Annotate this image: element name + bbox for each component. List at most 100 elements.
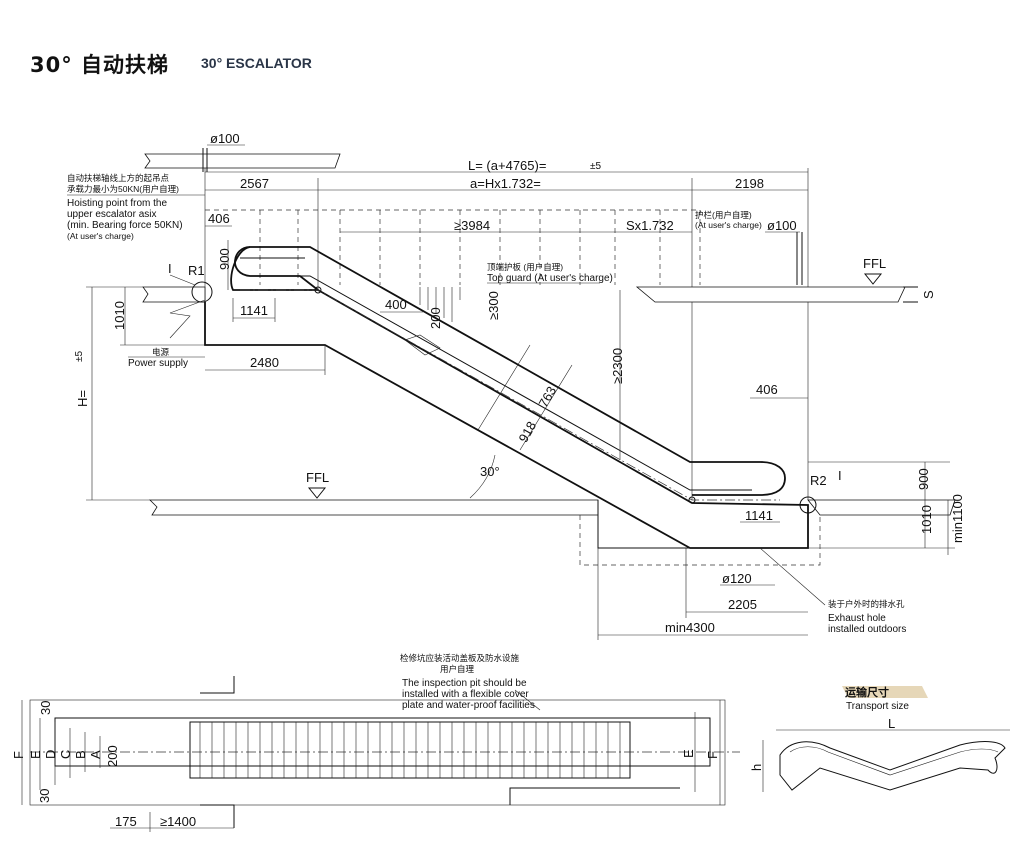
transport-title-cn: 运输尺寸 <box>845 685 889 699</box>
plan-lbl-F: F <box>11 751 26 759</box>
dim-2480: 2480 <box>250 355 279 370</box>
plan-dim-1400: ≥1400 <box>160 814 196 829</box>
hoist-note-en-2: upper escalator asix <box>67 209 157 220</box>
rail-note-cn: 护栏(用户自理) <box>695 210 752 220</box>
pit-note-leader <box>514 689 541 711</box>
dim-H: H= <box>75 390 90 407</box>
dim-1141-top: 1141 <box>240 303 268 318</box>
break-line <box>169 299 206 339</box>
dim-d120: ø120 <box>722 571 752 586</box>
plan-steps <box>199 722 621 778</box>
dim-1010-left: 1010 <box>112 301 127 330</box>
dim-918: 918 <box>515 419 539 445</box>
hoist-note-cn-2: 承载力最小为50KN(用户自理) <box>67 184 179 194</box>
plan-corner-top <box>200 676 235 694</box>
dim-min4300: min4300 <box>665 620 715 635</box>
hoist-note-en-1: Hoisting point from the <box>67 198 167 209</box>
hoist-point-circle <box>191 281 213 303</box>
dim-min1100: min1100 <box>950 494 965 543</box>
plan-lbl-D: D <box>43 750 58 759</box>
plan-left-dims <box>21 700 101 805</box>
exhaust-leader <box>759 547 826 606</box>
transport-truss-shape <box>779 741 1006 791</box>
power-cn: 电源 <box>152 347 170 357</box>
page-title-cn: 30° 自动扶梯 <box>30 53 170 77</box>
axis-point-bottom <box>688 496 696 504</box>
plan-corner-bottom <box>200 804 235 828</box>
escalator-axis <box>240 289 780 501</box>
dim-d100-right: ø100 <box>767 218 797 233</box>
page-title-en: 30° ESCALATOR <box>201 55 312 71</box>
lower-floor-right <box>807 499 956 516</box>
dim-1010-right: 1010 <box>919 505 934 534</box>
dim-900-top: 900 <box>217 248 232 270</box>
dim-2198: 2198 <box>735 176 764 191</box>
transport-lbl-L: L <box>888 716 895 731</box>
dim-L: L= (a+4765)= <box>468 158 546 173</box>
ffl-top: FFL <box>863 256 886 271</box>
transport-title-en: Transport size <box>846 701 909 712</box>
ffl-top-marker <box>863 273 883 285</box>
exhaust-en-2: installed outdoors <box>828 624 906 635</box>
dim-sx: Sx1.732 <box>626 218 674 233</box>
plan-corner-bottom-right <box>509 787 680 805</box>
dim-2300: ≥2300 <box>610 348 625 384</box>
guard-cn: 顶端护板 (用户自理) <box>487 262 563 272</box>
dim-a: a=Hx1.732= <box>470 176 541 191</box>
label-S: S <box>921 290 936 299</box>
hoist-point-circle-bottom <box>799 496 817 514</box>
perp-dim-lines <box>477 344 573 451</box>
dim-L-tol: ±5 <box>590 161 601 172</box>
dim-H-tol: ±5 <box>74 351 85 362</box>
pit-note-en-3: plate and water-proof facilities <box>402 700 535 711</box>
hoist-note-en-3: (min. Bearing force 50KN) <box>67 220 183 231</box>
plan-steps-box <box>189 721 631 779</box>
dim-1141-bottom: 1141 <box>745 508 773 523</box>
label-I-bottom: I <box>838 468 842 483</box>
top-guard-hatch <box>419 287 461 322</box>
angle-arc <box>469 454 496 499</box>
transport-inner-line <box>789 746 999 776</box>
pit-note-cn-1: 检修坑应装活动盖板及防水设施 <box>400 653 520 663</box>
lower-floor-left <box>149 499 599 516</box>
rail-note-en: (At user's charge) <box>695 220 762 230</box>
plan-lbl-F-right: F <box>705 751 720 759</box>
pit-note-cn-2: 用户自理 <box>440 664 475 674</box>
hoist-note-cn-1: 自动扶梯轴线上方的起吊点 <box>67 173 170 183</box>
dim-406-bottom: 406 <box>756 382 778 397</box>
exhaust-cn: 装于户外时的排水孔 <box>828 599 905 609</box>
upper-floor-left <box>142 286 206 303</box>
ffl-bottom-marker <box>307 487 327 499</box>
dim-406-top: 406 <box>208 211 230 226</box>
plan-frame <box>29 699 726 806</box>
pit-outline <box>579 515 821 566</box>
plan-lbl-A: A <box>88 750 103 759</box>
upper-handrail-end <box>234 246 319 291</box>
plan-dim-30-top: 30 <box>38 701 53 715</box>
label-I-top: I <box>168 261 172 276</box>
plan-lbl-B: B <box>73 750 88 759</box>
ffl-bottom: FFL <box>306 470 329 485</box>
power-en: Power supply <box>128 358 188 369</box>
dim-3984: ≥3984 <box>454 218 490 233</box>
guard-en: Top guard (At user's charge) <box>487 273 613 284</box>
upper-floor-right <box>635 286 906 303</box>
plan-lbl-C: C <box>58 750 73 759</box>
hoist-note-en-4: (At user's charge) <box>67 231 134 241</box>
dim-2567: 2567 <box>240 176 269 191</box>
dim-900-right: 900 <box>916 468 931 490</box>
label-R1: R1 <box>188 263 205 278</box>
plan-dim-200: 200 <box>105 745 120 767</box>
plan-lbl-E: E <box>28 750 43 759</box>
dim-200: 200 <box>428 307 443 329</box>
ceiling-slab <box>144 153 341 169</box>
exhaust-en-1: Exhaust hole <box>828 613 886 624</box>
plan-dim-30-bottom: 30 <box>37 789 52 803</box>
plan-lbl-E-right: E <box>681 749 696 758</box>
plan-outline <box>54 717 711 767</box>
dim-300: ≥300 <box>486 291 501 320</box>
dim-763: 763 <box>535 384 559 410</box>
label-I-top-leader <box>169 274 196 286</box>
axis-point-top <box>314 286 322 294</box>
